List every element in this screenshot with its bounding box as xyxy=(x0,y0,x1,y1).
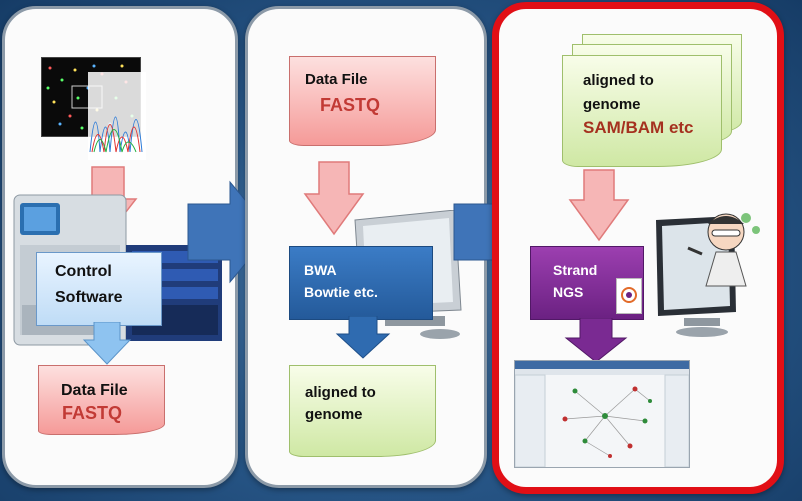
data-file-format: FASTQ xyxy=(62,403,123,423)
strand-logo-icon xyxy=(616,278,642,314)
down-arrow-icon xyxy=(335,316,391,359)
aligned-output-document: aligned to genome xyxy=(289,365,436,457)
data-file-title: Data File xyxy=(305,71,368,88)
analysis-tool-label-line1: Strand xyxy=(553,262,598,278)
down-arrow-icon xyxy=(303,161,365,236)
down-arrow-icon xyxy=(568,169,630,242)
control-software-label-line1: Control xyxy=(55,263,112,280)
aligned-input-document: aligned to genome SAM/BAM etc xyxy=(562,55,722,167)
aligner-box: BWA Bowtie etc. xyxy=(289,246,433,320)
down-arrow-icon xyxy=(82,322,132,365)
network-analysis-screenshot xyxy=(514,360,690,468)
aligner-label-line2: Bowtie etc. xyxy=(304,284,378,300)
control-software-box: Control Software xyxy=(36,252,162,326)
aligned-input-line1: aligned to xyxy=(583,72,654,89)
analysis-tool-label-line2: NGS xyxy=(553,284,584,300)
aligned-output-line1: aligned to xyxy=(305,384,376,401)
aligner-label-line1: BWA xyxy=(304,262,337,278)
aligned-input-format: SAM/BAM etc xyxy=(583,118,694,137)
data-file-format: FASTQ xyxy=(320,95,381,115)
chromatogram-trace xyxy=(88,72,146,160)
down-arrow-icon xyxy=(564,318,628,363)
data-file-document: Data File FASTQ xyxy=(289,56,436,146)
aligned-input-line2: genome xyxy=(583,96,641,113)
control-software-label-line2: Software xyxy=(55,289,123,306)
data-file-document: Data File FASTQ xyxy=(38,365,165,435)
scientist-cartoon-icon xyxy=(687,213,760,287)
aligned-output-line2: genome xyxy=(305,406,363,423)
data-file-title: Data File xyxy=(61,382,128,399)
